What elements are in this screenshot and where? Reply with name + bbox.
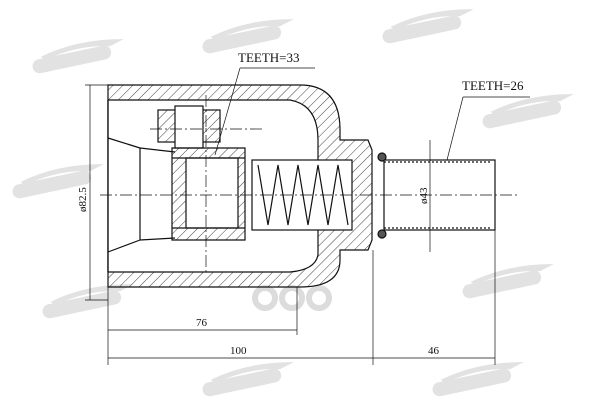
watermark-logo [479,89,578,130]
housing-diameter: ø82.5 [77,187,89,212]
teeth-inner-label: TEETH=33 [238,50,299,65]
watermark-logo [199,14,298,55]
watermark-logo [429,357,528,398]
watermarks [9,4,578,398]
dimension-76: 76 [196,317,208,329]
watermark-logo [199,357,298,398]
watermark-logo [379,4,478,45]
watermark-site-logo [252,285,332,311]
dimension-46: 46 [428,345,440,357]
dimension-100: 100 [230,345,247,357]
watermark-logo [459,259,558,300]
teeth-outer-label: TEETH=26 [462,78,524,93]
watermark-logo [9,159,108,200]
watermark-logo [29,34,128,75]
shaft-diameter: ø43 [418,187,430,204]
